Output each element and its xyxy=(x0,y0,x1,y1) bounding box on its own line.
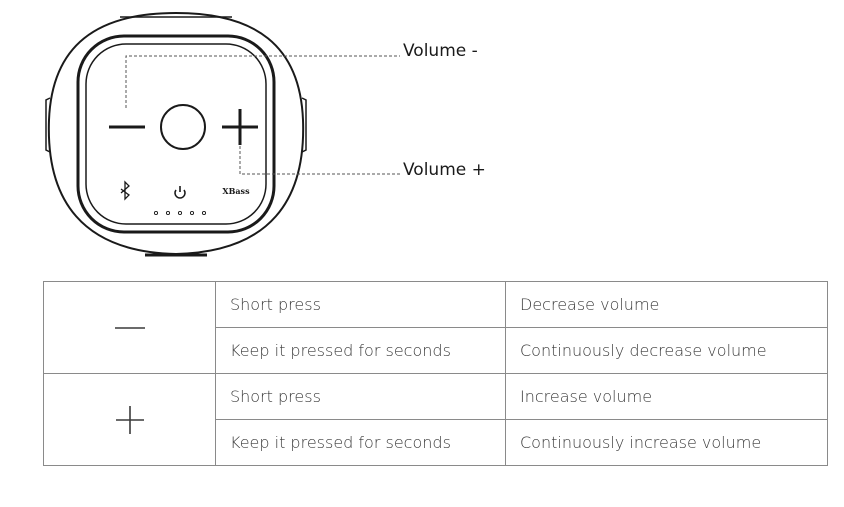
press-type: Keep it pressed for seconds xyxy=(215,419,506,466)
control-panel-outer xyxy=(76,34,276,234)
center-button[interactable] xyxy=(160,104,206,150)
led-dot xyxy=(189,210,195,216)
table-row: Keep it pressed for seconds Continuously… xyxy=(44,419,828,466)
table-symbol-minus xyxy=(43,281,216,374)
speaker-side-nub-left xyxy=(45,97,51,153)
led-dot xyxy=(165,210,171,216)
leader-line-minus xyxy=(125,55,400,108)
callout-volume-minus: Volume - xyxy=(403,41,478,61)
press-type: Keep it pressed for seconds xyxy=(215,327,506,374)
action-result: Continuously decrease volume xyxy=(505,327,828,374)
speaker-diagram: XBass xyxy=(45,11,400,257)
speaker-side-nub-right xyxy=(301,97,307,153)
table-symbol-plus xyxy=(43,373,216,466)
action-result: Continuously increase volume xyxy=(505,419,828,466)
led-dot xyxy=(153,210,159,216)
power-icon xyxy=(174,186,186,199)
press-type: Short press xyxy=(215,373,506,420)
action-result: Decrease volume xyxy=(505,281,828,328)
minus-icon xyxy=(114,326,145,329)
action-result: Increase volume xyxy=(505,373,828,420)
table-row: Short press Increase volume xyxy=(43,373,828,466)
led-indicators xyxy=(153,210,207,216)
led-dot xyxy=(177,210,183,216)
xbass-logo: XBass xyxy=(222,186,250,196)
bluetooth-icon xyxy=(120,180,130,201)
button-function-table: Short press Decrease volume Keep it pres… xyxy=(43,281,828,466)
leader-line-plus xyxy=(239,146,400,175)
callout-volume-plus: Volume + xyxy=(403,160,486,180)
speaker-outer-shell xyxy=(47,11,305,256)
press-type: Short press xyxy=(215,281,506,328)
table-row: Keep it pressed for seconds Continuously… xyxy=(44,327,828,374)
table-row: Short press Decrease volume xyxy=(43,281,828,374)
plus-icon xyxy=(115,405,144,434)
control-panel-inner xyxy=(85,43,267,225)
led-dot xyxy=(201,210,207,216)
plus-icon[interactable] xyxy=(222,109,258,145)
